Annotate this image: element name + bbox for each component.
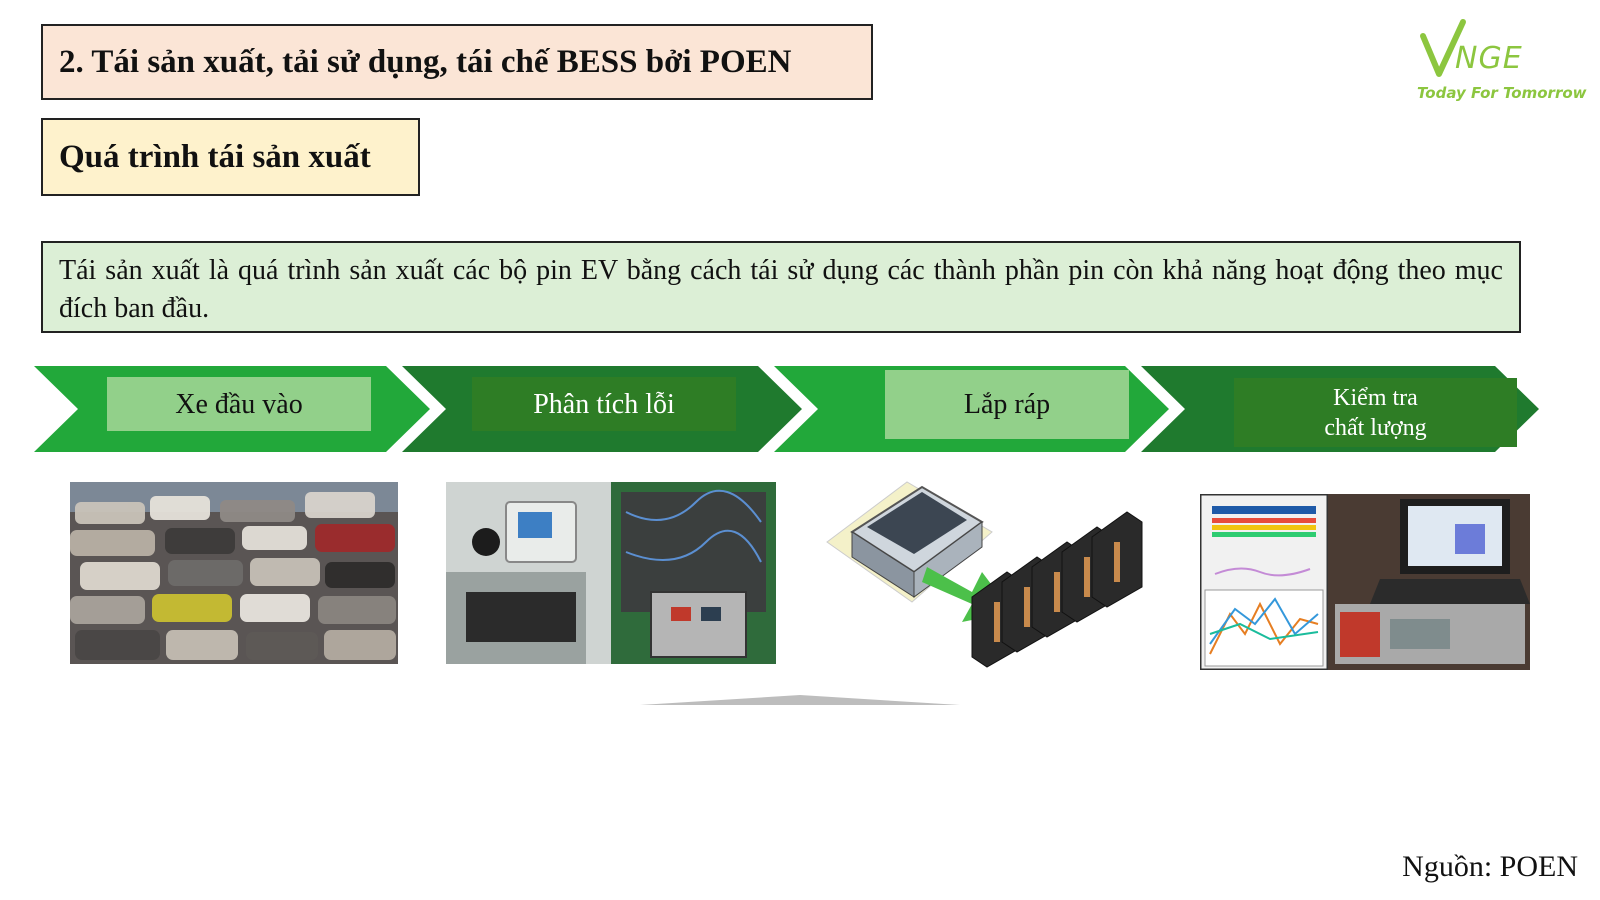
- source-note: Nguồn: POEN: [1402, 850, 1578, 883]
- definition-box: Tái sản xuất là quá trình sản xuất các b…: [41, 241, 1521, 333]
- svg-text:NGE: NGE: [1455, 41, 1523, 76]
- quality-testing-photo: [1200, 494, 1530, 670]
- step-label-assembly: Lắp ráp: [885, 370, 1129, 439]
- step-label-quality-check: Kiểm tra chất lượng: [1234, 378, 1517, 447]
- battery-module-assembly-illustration: [822, 472, 1152, 672]
- vnge-logo-mark-icon: NGE: [1420, 19, 1523, 77]
- decorative-shadow: [640, 695, 960, 705]
- step-label-input-vehicles: Xe đầu vào: [107, 377, 371, 431]
- scrap-cars-photo: [70, 482, 398, 664]
- step-label-fault-analysis: Phân tích lỗi: [472, 377, 736, 431]
- section-subtitle: Quá trình tái sản xuất: [41, 118, 420, 196]
- slide-title: 2. Tái sản xuất, tải sử dụng, tái chế BE…: [41, 24, 873, 100]
- company-logo: NGE Today For Tomorrow: [1405, 16, 1587, 111]
- logo-tagline: Today For Tomorrow: [1417, 84, 1587, 102]
- battery-diagnosis-photo: [446, 482, 776, 664]
